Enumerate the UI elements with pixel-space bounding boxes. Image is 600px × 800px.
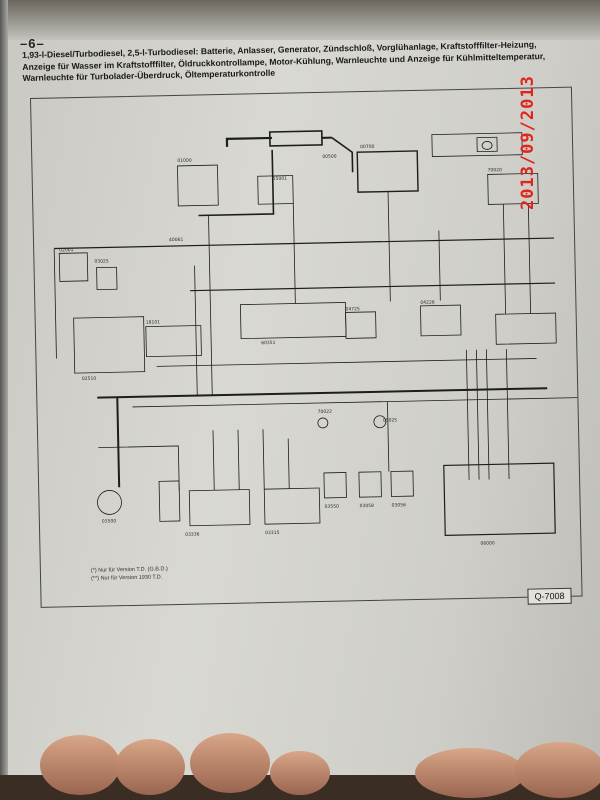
label-00700: 00700 [360,144,375,150]
fingers-image [0,733,600,800]
label-00500: 00500 [322,154,337,160]
label-05025: 05025 [383,417,398,423]
label-60351: 60351 [261,340,276,346]
label-04725: 04725 [345,306,360,312]
page-binding-edge [0,0,8,800]
page-shadow [0,0,600,40]
diagram-caption: 1,93-l-Diesel/Turbodiesel, 2,5-l-Turbodi… [22,39,546,83]
label-02001: 02001 [59,247,74,253]
label-01000: 01000 [177,158,192,164]
label-03500: 03500 [102,518,117,524]
page-number: –6– [20,36,45,51]
label-40061: 40061 [169,237,184,243]
label-03315: 03315 [265,530,280,536]
label-03336: 03336 [185,532,200,538]
wiring-diagram-frame: 00500 01000 55001 00700 70020 02001 0302… [30,86,583,608]
reference-code: Q-7008 [527,587,572,605]
date-stamp: 2013/09/2013 [518,75,538,210]
label-70022: 70022 [318,409,333,415]
label-55001: 55001 [273,176,288,182]
label-06000: 06000 [480,540,495,546]
label-03025: 03025 [94,258,109,264]
label-03058: 03058 [360,503,375,509]
label-04226: 04226 [420,300,435,306]
label-03550: 03550 [325,504,340,510]
wiring-diagram: 00500 01000 55001 00700 70020 02001 0302… [53,130,578,547]
label-70020: 70020 [488,167,503,173]
label-03056: 03056 [392,502,407,508]
label-18101: 18101 [146,319,161,325]
label-02510: 02510 [82,376,97,382]
